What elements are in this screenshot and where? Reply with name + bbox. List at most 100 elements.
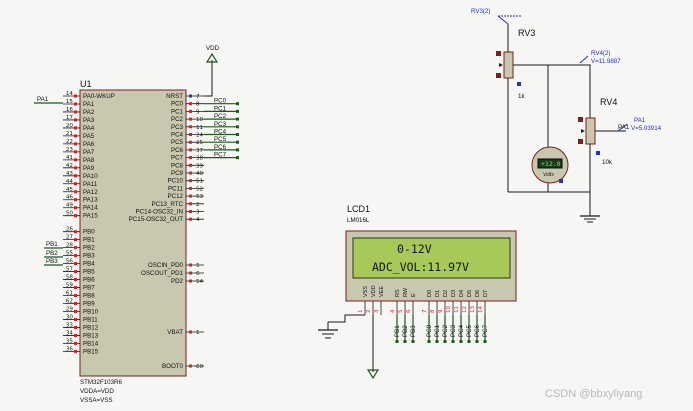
pin-marker	[189, 171, 192, 175]
pin-marker	[74, 349, 77, 353]
mcu-pin-name: VBAT	[167, 329, 183, 336]
pin-marker	[189, 364, 192, 368]
mcu-pin-number: 10	[196, 117, 204, 123]
mcu-pin-number: 41	[66, 155, 74, 161]
pin-marker	[189, 179, 192, 183]
mcu-pin-number: 14	[66, 91, 74, 97]
net-terminal	[435, 340, 439, 343]
mcu-pin-name: PA5	[83, 133, 95, 140]
rv4-probe-label: PA1	[634, 117, 646, 124]
mcu-pin-number: 35	[66, 338, 74, 344]
pin-marker	[74, 325, 77, 329]
mcu-pin-name: PB13	[83, 332, 99, 339]
pin-marker	[189, 330, 192, 334]
mcu-pin-number: 9	[196, 109, 200, 115]
net-label-pa1: PA1	[37, 96, 49, 103]
net-terminal	[236, 125, 239, 129]
net-label-pb3: PB3	[46, 258, 58, 265]
wire-nrst-vdd[interactable]	[204, 94, 213, 97]
pin-marker	[74, 294, 77, 298]
pin-marker	[189, 279, 192, 283]
net-label-lcd: PC0	[426, 324, 433, 337]
mcu-pin-name: PB1	[83, 237, 95, 244]
net-label-pc: PC3	[214, 121, 227, 128]
pin-marker	[74, 182, 77, 186]
mcu-pin-number: 49	[66, 203, 74, 209]
mcu-pin-name: PC14-OSC32_IN	[136, 209, 183, 216]
pin-marker	[189, 94, 192, 98]
mcu-pin-number: 60	[196, 364, 204, 370]
lcd-vdd-arrow[interactable]	[366, 369, 380, 380]
mcu-pin-name: PC13_RTC	[151, 201, 183, 208]
mcu-pin-name: PC5	[171, 139, 184, 146]
pin-marker	[189, 210, 192, 213]
lcd-pin-name: D1	[435, 290, 441, 297]
pin-marker	[189, 194, 192, 198]
net-terminal	[451, 340, 455, 343]
lcd-screen	[352, 237, 511, 279]
net-label-lcd: PC6	[474, 324, 481, 337]
mcu-pin-number: 62	[66, 299, 73, 305]
pin-marker	[189, 217, 192, 221]
pin-marker	[189, 202, 192, 206]
rv4-potentiometer[interactable]	[578, 117, 626, 210]
mcu-pin-number: 21	[66, 131, 74, 137]
pin-marker	[189, 102, 192, 106]
voltmeter-unit: Volts	[543, 172, 554, 178]
mcu-pin-number: 17	[66, 115, 74, 121]
rv3-potentiometer[interactable]	[496, 24, 514, 192]
mcu-pin-number: 29	[66, 306, 74, 312]
mcu-pin-name: PA3	[83, 117, 95, 124]
net-terminal	[236, 109, 239, 113]
net-label-pc: PC2	[214, 113, 227, 120]
mcu-pin-name: PA1	[83, 101, 95, 108]
mcu-pin-number: 5	[196, 263, 200, 269]
mcu-right-pins: 7NRST8PC09PC110PC211PC324PC425PC537PC638…	[129, 93, 213, 370]
net-label-pb1: PB1	[46, 241, 58, 248]
pin-marker	[74, 262, 77, 266]
lcd-pin-name: VSS	[363, 286, 369, 297]
lcd-pin-number: 13	[470, 305, 476, 313]
mcu-pin-number: 1	[196, 330, 200, 336]
voltmeter-reading: +12.0	[541, 160, 561, 168]
lcd-pin-number: 12	[462, 306, 468, 313]
mcu-body[interactable]	[79, 89, 187, 377]
rv3-probe-mid: RV4(2)	[591, 50, 611, 57]
ground-symbol-right[interactable]	[580, 210, 600, 223]
mcu-pin-name: PB10	[83, 308, 99, 315]
lcd-pin-number: 5	[398, 309, 404, 313]
lcd-pin-number: 14	[478, 305, 484, 313]
net-terminal	[483, 340, 487, 343]
mcu-pin-number: 11	[196, 125, 204, 131]
mcu-pin-number: 3	[196, 210, 200, 216]
mcu-pin-number: 55	[66, 251, 74, 257]
mcu-pin-number: 4	[196, 217, 200, 223]
net-terminal	[427, 340, 431, 343]
net-label-pc: PC1	[214, 105, 227, 112]
mcu-pin-number: 42	[66, 163, 73, 169]
lcd-pin-number: 6	[406, 309, 412, 313]
net-label-pc: PC4	[214, 129, 227, 136]
lcd-pin-name: E	[411, 293, 417, 297]
mcu-pin-name: PB0	[83, 229, 95, 236]
pin-marker	[189, 156, 192, 160]
lcd-pin-number: 4	[390, 309, 396, 313]
pin-marker	[74, 206, 77, 210]
lcd-pin-number: 10	[446, 305, 452, 313]
wire-rv3-wiper[interactable]	[513, 64, 591, 118]
mcu-pin-number: 44	[66, 179, 74, 185]
mcu-pin-name: PA9	[83, 165, 95, 172]
net-label-pc: PC6	[214, 144, 227, 151]
mcu-pin-number: 56	[66, 259, 74, 265]
lcd-pin-number: 3	[374, 309, 380, 313]
mcu-pin-name: PC7	[171, 155, 184, 162]
pin-marker	[189, 186, 192, 190]
voltmeter[interactable]: +12.0 Volts	[531, 146, 569, 192]
pin-marker	[189, 140, 192, 144]
mcu-pin-name: PA6	[83, 141, 95, 148]
mcu-pin-name: PA4	[83, 125, 95, 132]
lcd-pin-number: 8	[430, 309, 436, 313]
lcd-pin-name: VEE	[379, 286, 385, 297]
vdd-power-symbol[interactable]: VDD	[205, 45, 220, 94]
